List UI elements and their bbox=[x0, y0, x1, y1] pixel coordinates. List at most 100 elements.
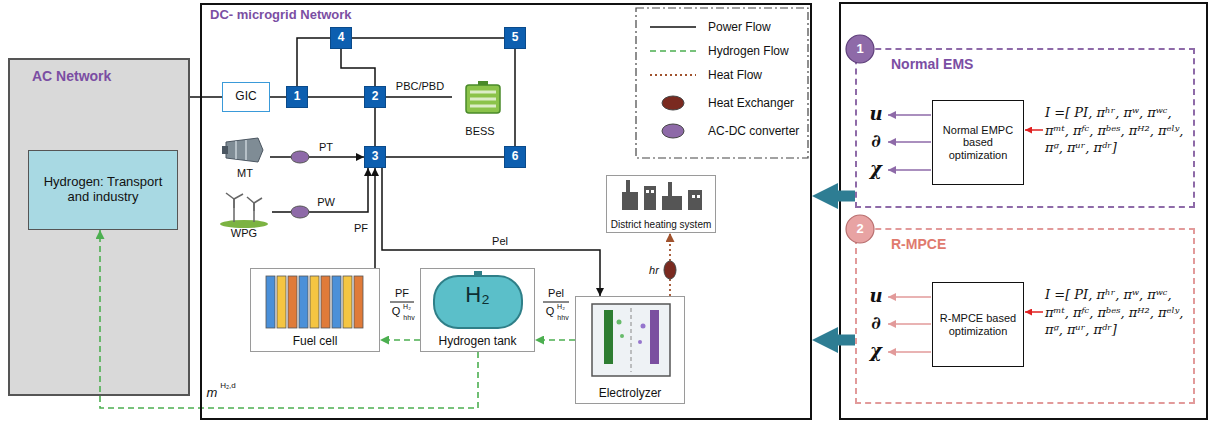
node-label: Electrolyzer bbox=[599, 387, 662, 401]
legend-label: Hydrogen Flow bbox=[708, 44, 789, 58]
output-arrow bbox=[888, 169, 931, 171]
storage-unit: BESS bbox=[452, 80, 508, 140]
heat-exchanger bbox=[664, 261, 676, 279]
micro-turbine-icon bbox=[222, 138, 263, 162]
electrolyzer-box: Electrolyzer bbox=[575, 296, 685, 404]
electrolyzer-icon bbox=[620, 334, 624, 338]
bus-node: 6 bbox=[504, 146, 526, 168]
fuel-cell-stack bbox=[332, 276, 341, 328]
circle-outline bbox=[846, 35, 874, 63]
fuel-cell-stack bbox=[343, 276, 352, 328]
node-label: 2 bbox=[856, 222, 863, 237]
node-label: R-MPCE bbox=[891, 236, 946, 252]
input-vector: I =[ PI, πʰʳ, πʷ, πʷᶜ, πᵐᵗ, πᶠᶜ, πᵇᵉˢ, π… bbox=[1045, 104, 1191, 157]
flow-connector bbox=[270, 156, 364, 158]
fraction-denominator: Q bbox=[546, 306, 555, 317]
consumer-box: Hydrogen: Transport and industry bbox=[28, 150, 178, 230]
electrolyzer-icon bbox=[638, 340, 642, 344]
flow-connector bbox=[100, 230, 478, 408]
output-symbol: χ bbox=[870, 342, 882, 360]
electrolyzer-icon bbox=[592, 304, 670, 376]
wind-turbine-icon bbox=[233, 199, 235, 222]
flow-connector bbox=[382, 168, 600, 296]
flow-connector bbox=[374, 168, 376, 268]
legend-swatch bbox=[646, 122, 700, 140]
control-panel-frame bbox=[840, 3, 1207, 419]
node-label: 1 bbox=[294, 90, 301, 104]
output-arrow bbox=[888, 114, 931, 116]
ac-dc-converter bbox=[291, 151, 309, 163]
bus-node: 3 bbox=[364, 146, 386, 168]
flow-symbol: m bbox=[207, 386, 218, 399]
district-heating-icon bbox=[688, 190, 702, 210]
legend-swatch bbox=[662, 96, 684, 110]
fuel-cell-stack bbox=[321, 276, 330, 328]
output-symbol: u bbox=[869, 287, 882, 305]
node-label: DC- microgrid Network bbox=[210, 8, 352, 23]
generator-unit: MT bbox=[220, 132, 270, 182]
legend-swatch bbox=[646, 66, 700, 84]
legend-row: Heat Exchanger bbox=[646, 94, 794, 112]
fraction-numerator: PF bbox=[395, 288, 409, 299]
micro-turbine-icon bbox=[226, 138, 263, 162]
output-arrow bbox=[888, 351, 931, 353]
wind-turbine-icon bbox=[233, 199, 235, 208]
district-heating-icon bbox=[646, 190, 649, 193]
electrolyzer-icon bbox=[631, 308, 632, 372]
electrolyzer-icon bbox=[650, 310, 659, 364]
flow-connector bbox=[308, 96, 364, 98]
micro-turbine-icon bbox=[222, 146, 228, 154]
legend-frame bbox=[636, 8, 808, 158]
connector-group bbox=[100, 38, 855, 408]
district-heating-icon bbox=[622, 180, 702, 210]
electrolyzer-icon bbox=[617, 320, 622, 325]
fraction-bar bbox=[543, 302, 569, 303]
output-arrow bbox=[888, 323, 931, 325]
output-arrow bbox=[888, 141, 931, 143]
flow-connector bbox=[341, 49, 375, 86]
flow-connector bbox=[380, 339, 420, 341]
ac-network-ground bbox=[8, 58, 190, 396]
input-arrow bbox=[1025, 130, 1043, 312]
output-arrow bbox=[888, 115, 931, 352]
superscript: H₂ bbox=[557, 303, 565, 310]
bus-node: 4 bbox=[330, 27, 352, 49]
district-heating-icon bbox=[622, 192, 638, 210]
flow-connector bbox=[270, 96, 286, 98]
battery-icon bbox=[470, 91, 496, 94]
fuel-cell-stack bbox=[354, 276, 363, 328]
generator-unit: WPG bbox=[216, 186, 272, 242]
heat-label: hr bbox=[649, 265, 659, 276]
node-label: GIC bbox=[235, 90, 256, 104]
electrolyzer-icon bbox=[641, 324, 646, 329]
flow-connector bbox=[535, 339, 575, 341]
tank-box: Hydrogen tankH₂ bbox=[420, 268, 535, 352]
fraction-denominator: Q bbox=[392, 306, 401, 317]
heat-load-box: District heating system bbox=[606, 175, 716, 233]
superscript: H₂ bbox=[403, 303, 411, 310]
wind-turbine-icon bbox=[220, 193, 268, 228]
callout-number: 1 bbox=[845, 34, 875, 64]
node-label: Normal EMS bbox=[891, 56, 973, 72]
flow-connector bbox=[514, 49, 516, 146]
node-label: 5 bbox=[512, 31, 519, 45]
node-label: District heating system bbox=[611, 219, 712, 231]
node-label: Fuel cell bbox=[293, 335, 338, 349]
legend-swatch bbox=[650, 74, 696, 76]
flow-label: PT bbox=[317, 141, 335, 153]
wind-turbine-icon bbox=[234, 194, 243, 199]
legend-label: Heat Flow bbox=[708, 68, 762, 82]
micro-turbine-icon bbox=[235, 141, 237, 159]
node-label: BESS bbox=[465, 125, 494, 138]
flow-connector bbox=[272, 168, 368, 212]
district-heating-icon bbox=[644, 186, 656, 210]
superscript: H₂,d bbox=[220, 382, 236, 390]
legend-row: AC-DC converter bbox=[646, 122, 799, 140]
wind-turbine-icon bbox=[253, 203, 255, 222]
legend-swatch bbox=[646, 94, 700, 112]
output-arrow bbox=[888, 296, 931, 298]
input-vector: I =[ PI, πʰʳ, πʷ, πʷᶜ, πᵐᵗ, πᶠᶜ, πᵇᵉˢ, π… bbox=[1045, 286, 1191, 339]
fraction-numerator: Pel bbox=[548, 288, 564, 299]
network-box: AC NetworkHydrogen: Transport and indust… bbox=[8, 58, 190, 396]
